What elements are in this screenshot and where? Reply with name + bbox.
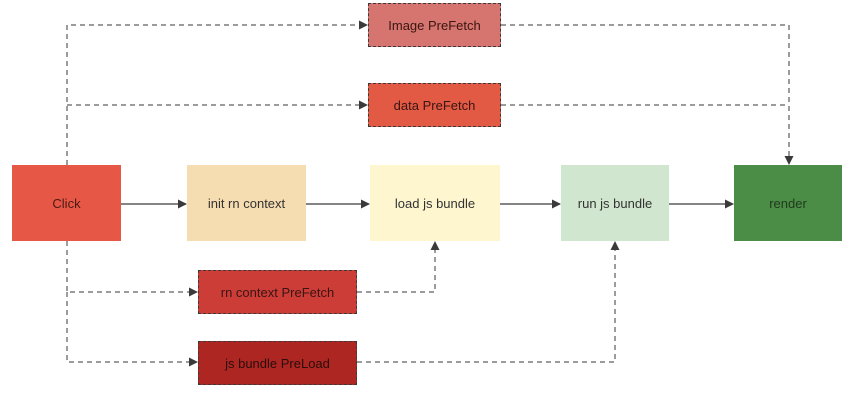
data-prefetch-label: data PreFetch [393, 97, 476, 113]
render-node: render [734, 165, 842, 241]
image-prefetch-node: Image PreFetch [368, 3, 501, 47]
run-js-bundle-label: run js bundle [577, 195, 653, 211]
rn-context-prefetch-node: rn context PreFetch [198, 270, 357, 314]
edge-rnctx-to-load [357, 241, 440, 293]
js-bundle-preload-node: js bundle PreLoad [198, 341, 357, 385]
click-node-label: Click [52, 195, 81, 211]
load-js-bundle-label: load js bundle [394, 195, 476, 211]
image-prefetch-label: Image PreFetch [388, 17, 481, 33]
rn-context-prefetch-label: rn context PreFetch [220, 284, 335, 300]
click-node: Click [12, 165, 121, 241]
init-rn-context-label: init rn context [207, 195, 286, 211]
edge-image-to-render [501, 24, 794, 165]
init-rn-context-node: init rn context [187, 165, 306, 241]
edge-click-to-image [66, 20, 368, 165]
load-js-bundle-node: load js bundle [370, 165, 500, 241]
edge-click-to-jsbl [66, 292, 198, 367]
edge-jsbl-to-run [357, 241, 620, 363]
js-bundle-preload-label: js bundle PreLoad [225, 355, 330, 371]
edge-click-to-rnctx [66, 241, 198, 297]
data-prefetch-node: data PreFetch [368, 83, 501, 127]
render-label: render [769, 195, 807, 211]
run-js-bundle-node: run js bundle [561, 165, 669, 241]
